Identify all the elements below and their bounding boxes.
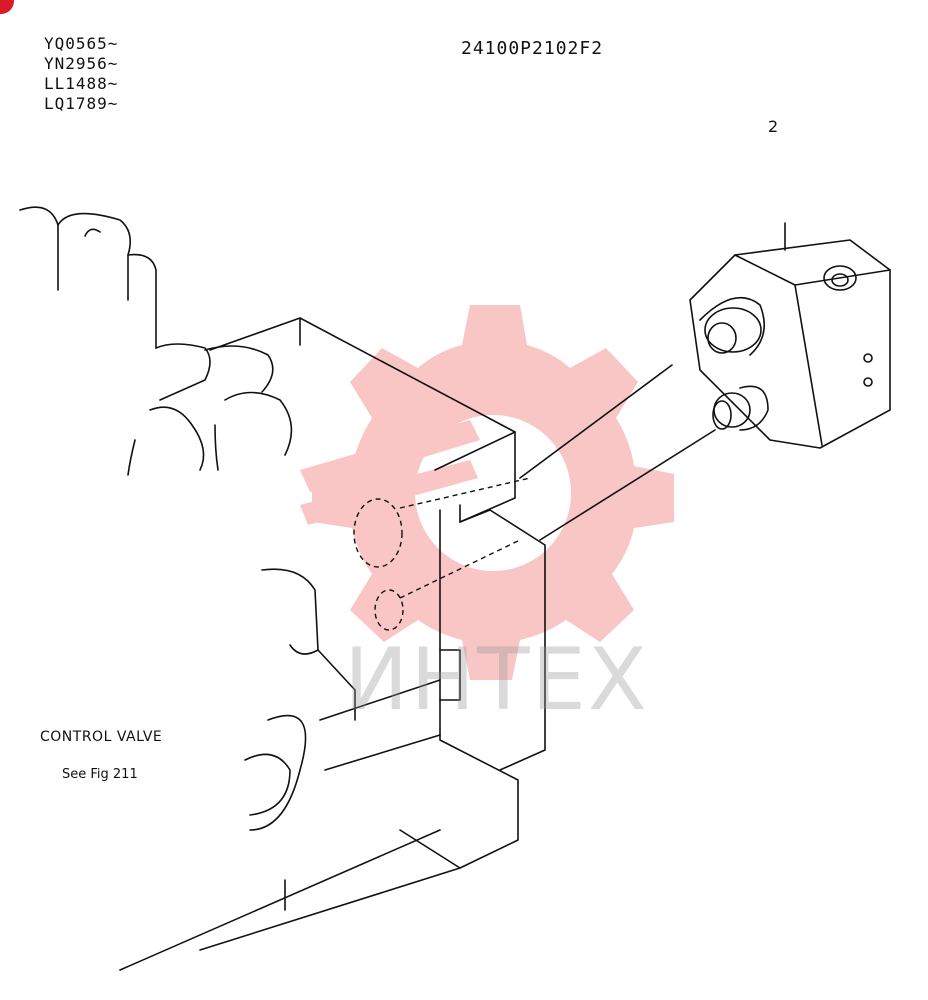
serial-number-list: YQ0565~ YN2956~ LL1488~ LQ1789~ bbox=[44, 34, 118, 114]
serial-number: LL1488~ bbox=[44, 74, 119, 93]
watermark-text: ИНТЕХ bbox=[344, 630, 649, 730]
control-valve-reference: See Fig 211 bbox=[62, 767, 138, 782]
control-valve-drawing bbox=[19, 206, 716, 971]
watermark-gear-icon bbox=[300, 305, 674, 680]
control-valve-label: CONTROL VALVE bbox=[40, 729, 163, 745]
part-callout-number: 2 bbox=[768, 117, 779, 136]
serial-number: YQ0565~ bbox=[44, 34, 119, 53]
serial-number: LQ1789~ bbox=[44, 94, 119, 113]
figure-code: 24100P2102F2 bbox=[461, 38, 604, 59]
serial-number: YN2956~ bbox=[44, 54, 119, 73]
part-2-drawing bbox=[689, 222, 891, 449]
